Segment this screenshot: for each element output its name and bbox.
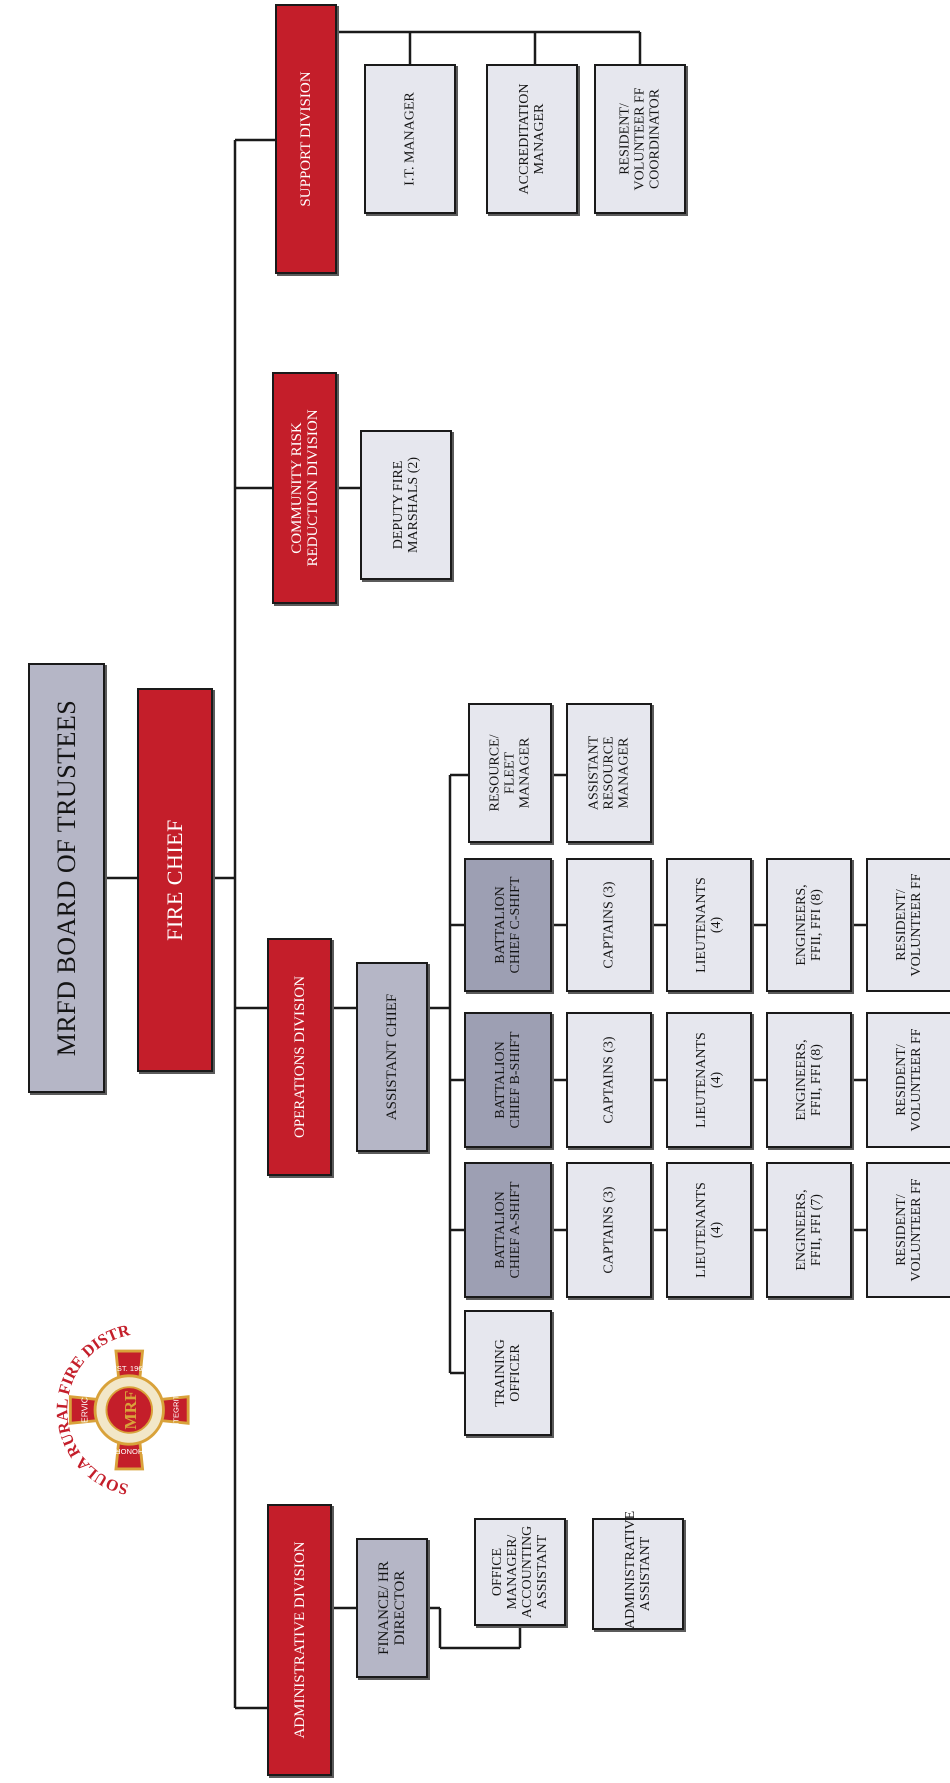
fire-chief-box: FIRE CHIEF <box>137 688 213 1072</box>
logo-word-est: EST. 1961 <box>112 1364 147 1373</box>
battalion-chief-c-label: BATTALION CHIEF C-SHIFT <box>492 876 523 974</box>
assistant-chief-box: ASSISTANT CHIEF <box>356 962 428 1152</box>
support-division-box: SUPPORT DIVISION <box>275 4 337 274</box>
battalion-chief-a-box: BATTALION CHIEF A-SHIFT <box>464 1162 552 1298</box>
administrative-division-box: ADMINISTRATIVE DIVISION <box>267 1504 332 1776</box>
captains-a-box: CAPTAINS (3) <box>566 1162 652 1298</box>
administrative-division-label: ADMINISTRATIVE DIVISION <box>291 1541 308 1739</box>
captains-b-box: CAPTAINS (3) <box>566 1012 652 1148</box>
training-officer-box: TRAINING OFFICER <box>464 1310 552 1436</box>
board-label: MRFD BOARD OF TRUSTEES <box>51 699 81 1057</box>
finance-hr-director-box: FINANCE/ HR DIRECTOR <box>356 1538 428 1678</box>
assistant-resource-manager-box: ASSISTANT RESOURCE MANAGER <box>566 703 652 843</box>
lieutenants-b-label: LIEUTENANTS (4) <box>693 1032 724 1128</box>
lieutenants-c-box: LIEUTENANTS (4) <box>666 858 752 992</box>
training-officer-label: TRAINING OFFICER <box>492 1339 523 1407</box>
resident-c-box: RESIDENT/ VOLUNTEER FF <box>866 858 950 992</box>
resident-coordinator-label: RESIDENT/ VOLUNTEER FF COORDINATOR <box>617 87 663 191</box>
community-risk-division-label: COMMUNITY RISK REDUCTION DIVISION <box>288 409 321 567</box>
operations-division-label: OPERATIONS DIVISION <box>291 975 308 1139</box>
assistant-resource-manager-label: ASSISTANT RESOURCE MANAGER <box>586 735 632 811</box>
battalion-chief-a-label: BATTALION CHIEF A-SHIFT <box>492 1181 523 1279</box>
board-of-trustees-box: MRFD BOARD OF TRUSTEES <box>28 663 105 1093</box>
fire-chief-label: FIRE CHIEF <box>162 819 188 941</box>
community-risk-division-box: COMMUNITY RISK REDUCTION DIVISION <box>272 372 337 604</box>
resident-b-label: RESIDENT/ VOLUNTEER FF <box>893 1028 924 1132</box>
engineers-c-box: ENGINEERS, FFII, FFI (8) <box>766 858 852 992</box>
resident-c-label: RESIDENT/ VOLUNTEER FF <box>893 873 924 977</box>
captains-b-label: CAPTAINS (3) <box>601 1036 617 1124</box>
resident-b-box: RESIDENT/ VOLUNTEER FF <box>866 1012 950 1148</box>
engineers-a-label: ENGINEERS, FFII, FFI (7) <box>793 1189 824 1271</box>
battalion-chief-b-label: BATTALION CHIEF B-SHIFT <box>492 1031 523 1129</box>
finance-hr-director-label: FINANCE/ HR DIRECTOR <box>375 1561 408 1655</box>
logo-monogram: MRF <box>121 1391 140 1430</box>
engineers-c-label: ENGINEERS, FFII, FFI (8) <box>793 884 824 966</box>
it-manager-label: I.T. MANAGER <box>402 92 418 186</box>
resident-a-label: RESIDENT/ VOLUNTEER FF <box>893 1178 924 1282</box>
office-manager-label: OFFICE MANAGER/ ACCOUNTING ASSISTANT <box>489 1525 551 1619</box>
resource-fleet-manager-label: RESOURCE/ FLEET MANAGER <box>487 734 533 812</box>
resource-fleet-manager-box: RESOURCE/ FLEET MANAGER <box>468 703 552 843</box>
fire-district-logo: MISSOULA RURAL FIRE DISTRICT SERVICE HON… <box>20 1322 190 1505</box>
lieutenants-c-label: LIEUTENANTS (4) <box>693 877 724 973</box>
lieutenants-a-box: LIEUTENANTS (4) <box>666 1162 752 1298</box>
administrative-assistant-box: ADMINISTRATIVE ASSISTANT <box>592 1510 684 1630</box>
assistant-chief-label: ASSISTANT CHIEF <box>383 993 400 1121</box>
battalion-chief-c-box: BATTALION CHIEF C-SHIFT <box>464 858 552 992</box>
battalion-chief-b-box: BATTALION CHIEF B-SHIFT <box>464 1012 552 1148</box>
office-manager-box: OFFICE MANAGER/ ACCOUNTING ASSISTANT <box>474 1518 566 1626</box>
engineers-a-box: ENGINEERS, FFII, FFI (7) <box>766 1162 852 1298</box>
support-division-label: SUPPORT DIVISION <box>297 71 314 207</box>
it-manager-box: I.T. MANAGER <box>364 64 456 214</box>
lieutenants-a-label: LIEUTENANTS (4) <box>693 1182 724 1278</box>
operations-division-box: OPERATIONS DIVISION <box>267 938 332 1176</box>
lieutenants-b-box: LIEUTENANTS (4) <box>666 1012 752 1148</box>
accreditation-manager-label: ACCREDITATION MANAGER <box>516 83 547 195</box>
logo-word-honor: HONOR <box>115 1447 144 1456</box>
deputy-fire-marshals-label: DEPUTY FIRE MARSHALS (2) <box>390 456 421 554</box>
logo-word-integrity: INTEGRITY <box>172 1390 181 1431</box>
resident-a-box: RESIDENT/ VOLUNTEER FF <box>866 1162 950 1298</box>
captains-c-label: CAPTAINS (3) <box>601 881 617 969</box>
engineers-b-box: ENGINEERS, FFII, FFI (8) <box>766 1012 852 1148</box>
captains-c-box: CAPTAINS (3) <box>566 858 652 992</box>
logo-word-service: SERVICE <box>79 1391 89 1429</box>
administrative-assistant-label: ADMINISTRATIVE ASSISTANT <box>622 1510 653 1629</box>
deputy-fire-marshals-box: DEPUTY FIRE MARSHALS (2) <box>360 430 452 580</box>
resident-coordinator-box: RESIDENT/ VOLUNTEER FF COORDINATOR <box>594 64 686 214</box>
captains-a-label: CAPTAINS (3) <box>601 1186 617 1274</box>
engineers-b-label: ENGINEERS, FFII, FFI (8) <box>793 1039 824 1121</box>
accreditation-manager-box: ACCREDITATION MANAGER <box>486 64 578 214</box>
